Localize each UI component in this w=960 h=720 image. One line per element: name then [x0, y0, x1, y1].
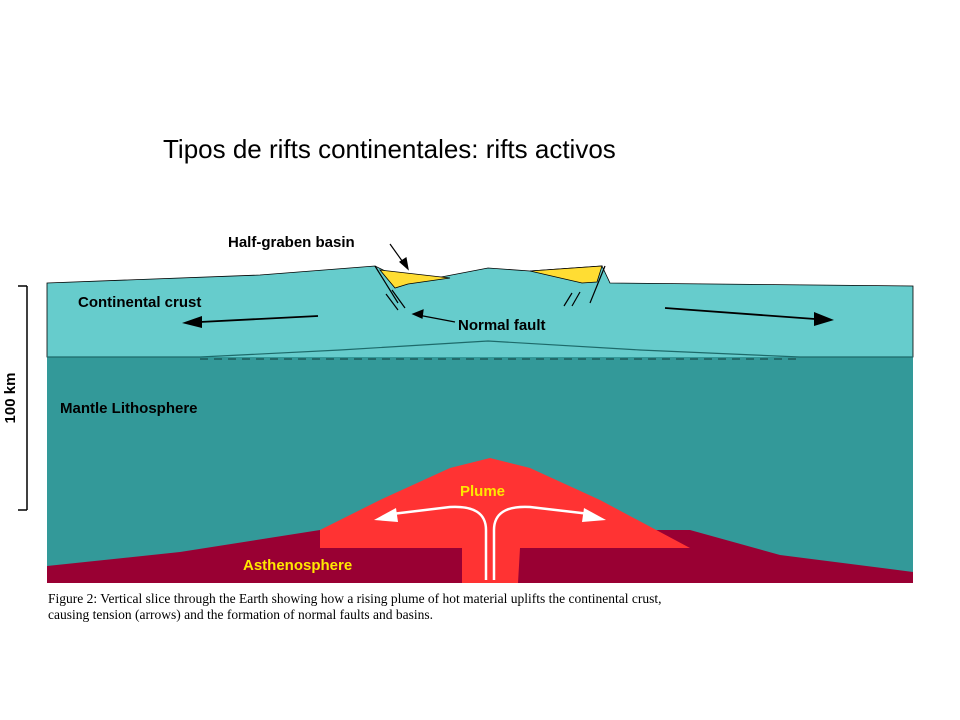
tension-arrow-left	[182, 315, 319, 328]
caption-line-1: Figure 2: Vertical slice through the Ear…	[48, 591, 662, 606]
figure-caption: Figure 2: Vertical slice through the Ear…	[48, 591, 928, 623]
half-graben-basin-left	[379, 269, 451, 289]
normal-fault-marks	[374, 265, 606, 311]
moho-boundary	[47, 340, 913, 358]
basin-pointer-arrow	[389, 243, 409, 271]
half-graben-label: Half-graben basin	[228, 234, 355, 251]
fault-pointer-arrow	[411, 309, 456, 323]
scale-label: 100 km	[2, 373, 19, 424]
continental-crust-label: Continental crust	[78, 294, 201, 311]
plume-flow-arrows	[374, 505, 606, 580]
plume-label: Plume	[460, 483, 505, 500]
normal-fault-label: Normal fault	[458, 317, 546, 334]
asthenosphere-label: Asthenosphere	[243, 557, 352, 574]
tension-arrow-right	[664, 307, 834, 326]
half-graben-basin-right	[529, 265, 603, 284]
plume-body	[320, 458, 690, 583]
mantle-lithosphere-label: Mantle Lithosphere	[60, 400, 198, 417]
scale-bar	[18, 285, 28, 511]
caption-line-2: causing tension (arrows) and the formati…	[48, 607, 434, 622]
slide-title: Tipos de rifts continentales: rifts acti…	[163, 134, 616, 164]
